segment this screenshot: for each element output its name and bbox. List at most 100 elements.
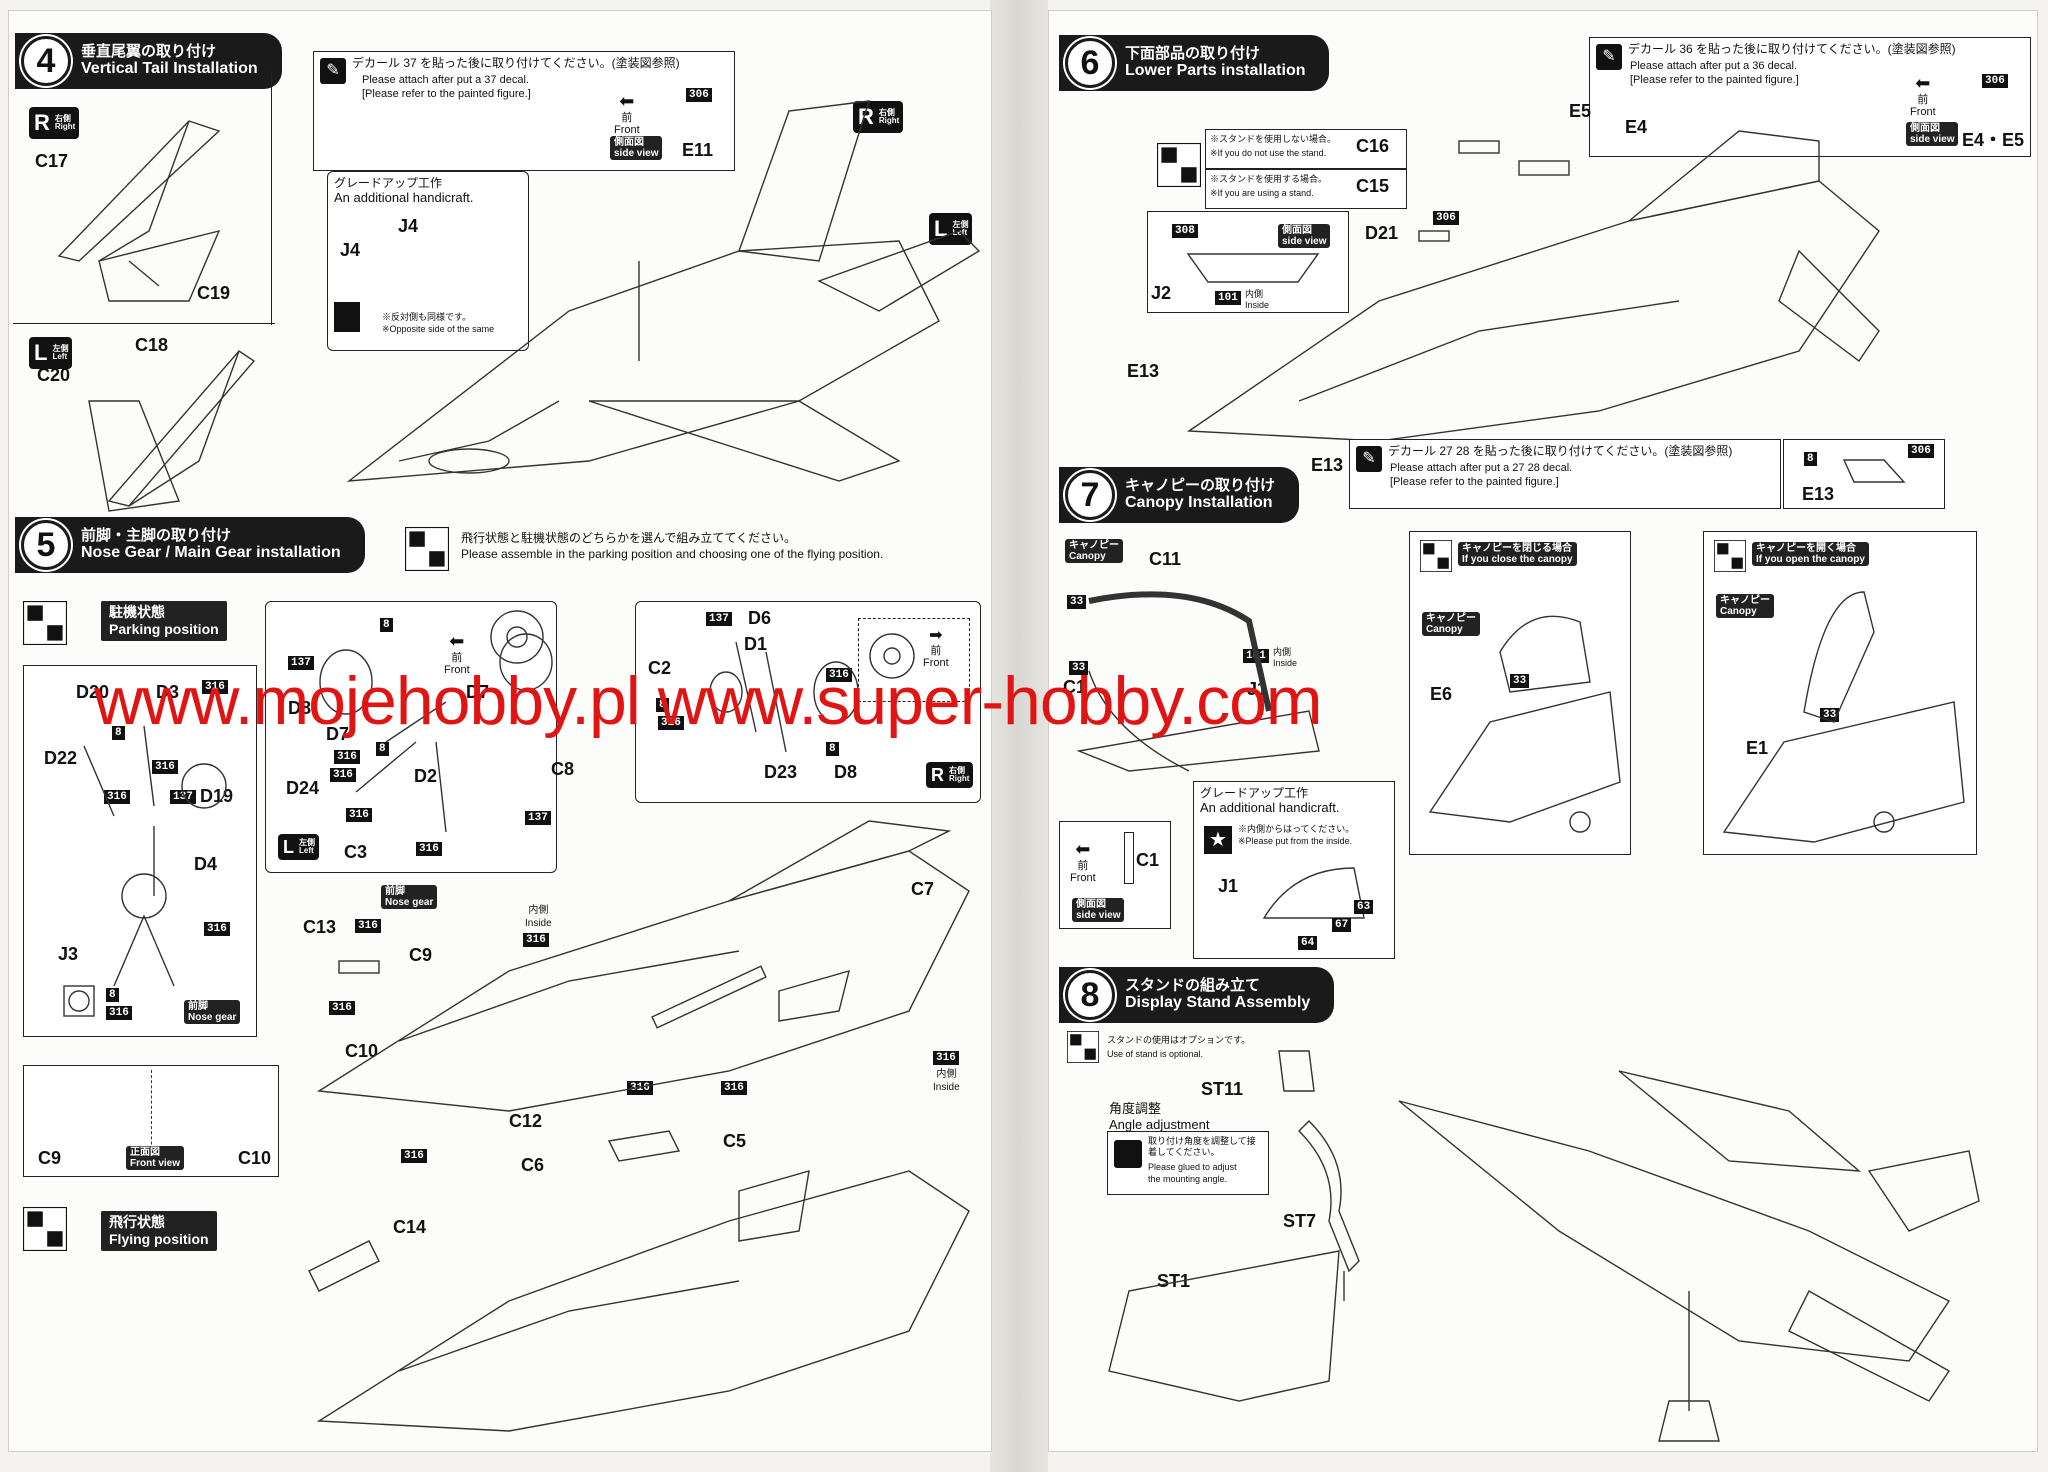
opposite-note-jp: ※反対側も同様です。 bbox=[382, 312, 472, 322]
paint-code: 8 bbox=[106, 988, 119, 1002]
glue-en: Please glued to adjust bbox=[1148, 1162, 1237, 1172]
part-label: D3 bbox=[156, 682, 180, 702]
part-label: ST1 bbox=[1157, 1271, 1191, 1291]
divider bbox=[13, 323, 275, 324]
no-stand-en: ※If you do not use the stand. bbox=[1210, 148, 1327, 158]
part-label: E4 bbox=[1625, 117, 1648, 137]
step-title-jp: スタンドの組み立て bbox=[1125, 977, 1261, 995]
paint-code: 8 bbox=[656, 698, 669, 712]
flag-icon bbox=[1420, 540, 1452, 572]
part-label: J4 bbox=[398, 216, 419, 236]
flag-icon bbox=[1067, 1031, 1099, 1063]
part-label: C8 bbox=[551, 759, 575, 779]
brush-icon: ✎ bbox=[320, 58, 346, 84]
optional-note-en: Use of stand is optional. bbox=[1107, 1049, 1204, 1059]
paint-code: 306 bbox=[686, 88, 712, 102]
decal-note-box: ✎ デカール 36 を貼った後に取り付けてください。(塗装図参照) Please… bbox=[1589, 37, 2031, 157]
paint-code: 8 bbox=[826, 742, 839, 756]
paint-code: 316 bbox=[826, 668, 852, 682]
flag-icon bbox=[1157, 143, 1201, 187]
paint-code: 316 bbox=[334, 750, 360, 764]
part-label: J1 bbox=[1218, 876, 1239, 896]
step-number: 6 bbox=[1065, 38, 1115, 88]
handicraft-en: An additional handicraft. bbox=[1200, 800, 1340, 815]
handicraft-jp: グレードアップ工作 bbox=[1200, 786, 1309, 800]
decal-note-en: Please attach after put a 27 28 decal. bbox=[1390, 462, 1573, 474]
part-label: D21 bbox=[1365, 223, 1399, 243]
aircraft-underside-sketch-2 bbox=[308, 1130, 970, 1432]
flag-icon bbox=[23, 601, 67, 645]
part-label: C10 bbox=[345, 1041, 379, 1061]
part-label: D7 bbox=[466, 682, 490, 702]
stand-jp: ※スタンドを使用する場合。 bbox=[1210, 174, 1328, 184]
divider bbox=[151, 1070, 152, 1170]
decal-note-jp: デカール 36 を貼った後に取り付けてください。(塗装図参照) bbox=[1628, 42, 1956, 56]
canopy-frame-sketch bbox=[1186, 253, 1320, 283]
divider bbox=[271, 71, 272, 325]
part-label: D22 bbox=[44, 748, 78, 768]
paint-code: 316 bbox=[658, 716, 684, 730]
glue-jp: 取り付け角度を調整して接着してください。 bbox=[1148, 1136, 1256, 1158]
step-title-jp: 垂直尾翼の取り付け bbox=[81, 43, 217, 61]
canopy-sketch bbox=[1076, 591, 1320, 772]
part-label: C15 bbox=[1356, 176, 1390, 196]
decal-note-en2: [Please refer to the painted figure.] bbox=[362, 88, 531, 100]
arrow-right-icon: ➡ bbox=[929, 627, 943, 644]
display-stand-sketch bbox=[1108, 1050, 1360, 1402]
paint-code: 316 bbox=[721, 1081, 747, 1095]
part-label: E13 bbox=[1127, 361, 1160, 381]
paint-code: 316 bbox=[106, 1006, 132, 1020]
paint-code: 33 bbox=[1510, 674, 1530, 688]
part-label: E6 bbox=[1430, 684, 1453, 704]
step-title-en: Vertical Tail Installation bbox=[81, 60, 258, 78]
part-label: D8 bbox=[834, 762, 858, 782]
aircraft-underside-sketch-step6 bbox=[1186, 130, 1880, 442]
aircraft-top-sketch-step4 bbox=[346, 100, 981, 482]
paint-code: 316 bbox=[627, 1081, 653, 1095]
handicraft-jp: グレードアップ工作 bbox=[334, 176, 443, 190]
brush-icon: ✎ bbox=[1596, 44, 1622, 70]
stand-en: ※If you are using a stand. bbox=[1210, 188, 1314, 198]
part-label: C1 bbox=[1063, 677, 1087, 697]
glue-note-box: 取り付け角度を調整して接着してください。 Please glued to adj… bbox=[1107, 1131, 1269, 1195]
part-label: E4・E5 bbox=[1962, 130, 2025, 150]
decal-note-en2: [Please refer to the painted figure.] bbox=[1630, 74, 1799, 86]
no-stand-option: ※スタンドを使用しない場合。 ※If you do not use the st… bbox=[1205, 129, 1407, 169]
stand-option: ※スタンドを使用する場合。 ※If you are using a stand.… bbox=[1205, 169, 1407, 209]
part-label: D7 bbox=[326, 724, 350, 744]
part-label: C20 bbox=[37, 365, 71, 385]
paint-code: 306 bbox=[1433, 211, 1459, 225]
optional-note-jp: スタンドの使用はオプションです。 bbox=[1107, 1035, 1251, 1045]
step-title-en: Lower Parts installation bbox=[1125, 62, 1306, 80]
watermark-text: www.mojehobby.pl www.super-hobby.com bbox=[94, 663, 1323, 739]
step-title-en: Canopy Installation bbox=[1125, 494, 1273, 512]
part-label: C5 bbox=[723, 1131, 747, 1151]
part-label: C13 bbox=[303, 917, 337, 937]
part-label-e11: E11 bbox=[682, 140, 714, 160]
paint-code: 8 bbox=[1804, 452, 1817, 466]
paint-code: 316 bbox=[204, 922, 230, 936]
step-number: 5 bbox=[21, 520, 71, 570]
paint-code: 137 bbox=[706, 612, 732, 626]
paint-code: 67 bbox=[1332, 918, 1352, 932]
paint-code: 101 bbox=[1215, 291, 1241, 305]
main-gear-left-box: D7 D8 D7 D24 D2 C3 8 137 316 316 8 316 3… bbox=[265, 601, 557, 873]
paint-code: 316 bbox=[355, 919, 381, 933]
paint-code: 306 bbox=[1982, 74, 2008, 88]
angle-jp: 角度調整 bbox=[1109, 1101, 1162, 1116]
paint-code: 308 bbox=[1172, 224, 1198, 238]
